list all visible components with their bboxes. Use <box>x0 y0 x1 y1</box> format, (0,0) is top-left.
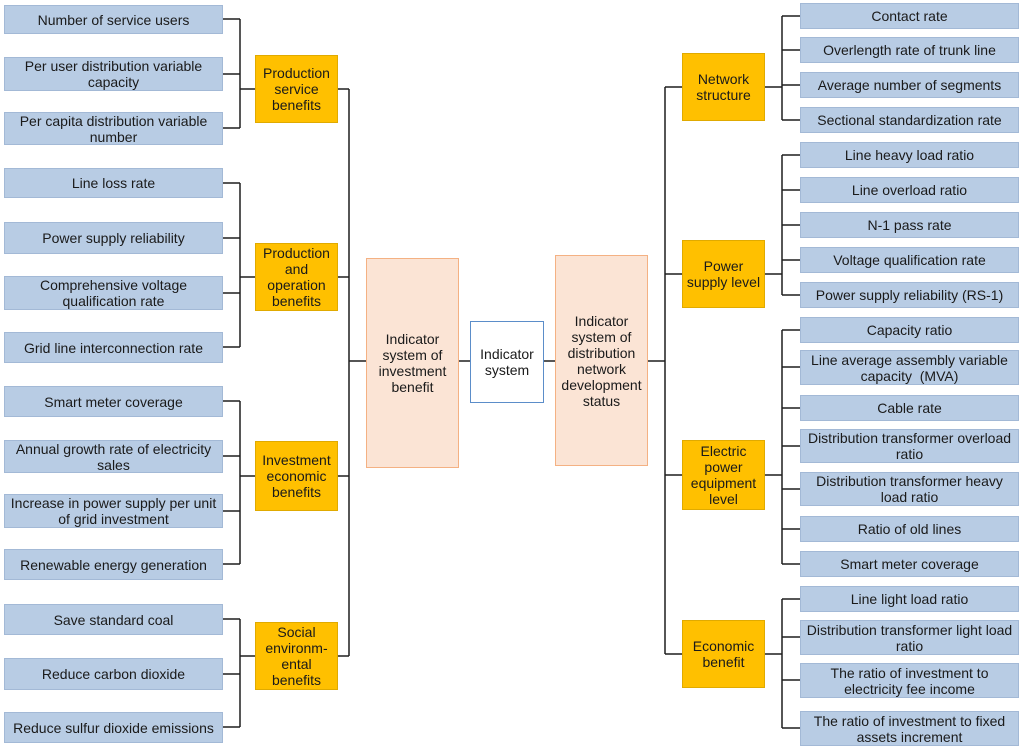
left-leaf: Reduce carbon dioxide <box>4 658 223 690</box>
right-leaf: Line light load ratio <box>800 586 1019 612</box>
leaf-label: Line average assembly variable capacity … <box>811 351 1008 384</box>
left-leaf: Renewable energy generation <box>4 549 223 580</box>
right-leaf: Line overload ratio <box>800 177 1019 203</box>
left-leaf: Save standard coal <box>4 604 223 635</box>
leaf-label: Contact rate <box>871 8 948 24</box>
leaf-label: Cable rate <box>877 400 942 416</box>
right-leaf: Cable rate <box>800 395 1019 421</box>
left-leaf: Grid line interconnection rate <box>4 332 223 363</box>
development-status-label: Indicator system of distribution network… <box>561 312 642 409</box>
right-leaf: Overlength rate of trunk line <box>800 37 1019 63</box>
category-label: Investment economic benefits <box>262 452 331 500</box>
investment-benefit-label: Indicator system of investment benefit <box>378 331 447 395</box>
leaf-label: Overlength rate of trunk line <box>823 42 996 58</box>
left-leaf: Number of service users <box>4 5 223 34</box>
leaf-label: Number of service users <box>37 11 190 28</box>
leaf-label: Power supply reliability <box>42 230 185 246</box>
right-leaf: Ratio of old lines <box>800 516 1019 542</box>
leaf-label: Distribution transformer heavy load rati… <box>816 473 1003 505</box>
left-leaf: Smart meter coverage <box>4 386 223 417</box>
leaf-label: Comprehensive voltage qualification rate <box>39 277 188 309</box>
left-leaf: Comprehensive voltage qualification rate <box>4 276 223 310</box>
leaf-label: Distribution transformer overload ratio <box>807 430 1012 462</box>
leaf-label: Reduce sulfur dioxide emissions <box>13 719 214 736</box>
right-leaf: Average number of segments <box>800 72 1019 98</box>
category-label: Economic benefit <box>692 638 755 670</box>
leaf-label: Line heavy load ratio <box>844 147 975 163</box>
leaf-label: Smart meter coverage <box>44 393 183 410</box>
leaf-label: Distribution transformer light load rati… <box>806 621 1013 654</box>
category-production-service: Production service benefits <box>255 55 338 123</box>
leaf-label: Ratio of old lines <box>857 521 962 537</box>
category-investment-economic: Investment economic benefits <box>255 441 338 511</box>
leaf-label: Smart meter coverage <box>840 556 979 572</box>
category-label: Production and operation benefits <box>263 245 330 309</box>
category-label: Production service benefits <box>263 65 330 113</box>
leaf-label: Capacity ratio <box>866 322 953 338</box>
leaf-label: Save standard coal <box>53 611 174 628</box>
right-leaf: Line heavy load ratio <box>800 142 1019 168</box>
right-leaf: Sectional standardization rate <box>800 107 1019 133</box>
leaf-label: Reduce carbon dioxide <box>41 666 186 682</box>
leaf-label: Sectional standardization rate <box>817 112 1002 128</box>
category-economic-benefit: Economic benefit <box>682 620 765 688</box>
leaf-label: The ratio of investment to electricity f… <box>830 664 989 697</box>
right-leaf: Voltage qualification rate <box>800 247 1019 273</box>
left-leaf: Line loss rate <box>4 168 223 198</box>
indicator-system-root: Indicator system <box>470 321 544 403</box>
category-label: Social environm-ental benefits <box>265 624 328 688</box>
right-leaf: N-1 pass rate <box>800 212 1019 238</box>
leaf-label: Annual growth rate of electricity sales <box>15 440 212 473</box>
leaf-label: The ratio of investment to fixed assets … <box>813 712 1006 745</box>
right-leaf: Distribution transformer light load rati… <box>800 620 1019 655</box>
right-leaf: Capacity ratio <box>800 317 1019 343</box>
leaf-label: Voltage qualification rate <box>833 252 986 268</box>
right-leaf: The ratio of investment to fixed assets … <box>800 711 1019 746</box>
category-equipment-level: Electric power equipment level <box>682 440 765 510</box>
category-network-structure: Network structure <box>682 53 765 121</box>
leaf-label: Power supply reliability (RS-1) <box>815 287 1004 303</box>
left-leaf: Reduce sulfur dioxide emissions <box>4 712 223 743</box>
left-leaf: Increase in power supply per unit of gri… <box>4 494 223 528</box>
category-label: Electric power equipment level <box>690 443 757 507</box>
right-leaf: The ratio of investment to electricity f… <box>800 663 1019 698</box>
category-label: Power supply level <box>686 258 761 290</box>
leaf-label: Per capita distribution variable number <box>19 112 208 145</box>
category-production-operation: Production and operation benefits <box>255 243 338 311</box>
leaf-label: N-1 pass rate <box>867 217 952 233</box>
left-leaf: Annual growth rate of electricity sales <box>4 440 223 473</box>
category-power-supply-level: Power supply level <box>682 240 765 308</box>
leaf-label: Line overload ratio <box>851 182 968 198</box>
right-leaf: Line average assembly variable capacity … <box>800 350 1019 385</box>
leaf-label: Grid line interconnection rate <box>24 339 203 356</box>
development-status-system: Indicator system of distribution network… <box>555 255 648 466</box>
leaf-label: Renewable energy generation <box>20 556 207 573</box>
category-social-environmental: Social environm-ental benefits <box>255 622 338 690</box>
left-leaf: Per user distribution variable capacity <box>4 57 223 91</box>
category-label: Network structure <box>696 71 751 103</box>
indicator-system-label: Indicator system <box>480 346 534 378</box>
leaf-label: Average number of segments <box>817 77 1002 93</box>
leaf-label: Line light load ratio <box>850 591 969 607</box>
left-leaf: Per capita distribution variable number <box>4 112 223 145</box>
investment-benefit-system: Indicator system of investment benefit <box>366 258 459 468</box>
right-leaf: Power supply reliability (RS-1) <box>800 282 1019 308</box>
right-leaf: Distribution transformer heavy load rati… <box>800 472 1019 506</box>
leaf-label: Increase in power supply per unit of gri… <box>10 495 217 527</box>
right-leaf: Contact rate <box>800 3 1019 29</box>
leaf-label: Line loss rate <box>71 175 156 191</box>
right-leaf: Distribution transformer overload ratio <box>800 429 1019 463</box>
leaf-label: Per user distribution variable capacity <box>24 58 203 90</box>
left-leaf: Power supply reliability <box>4 222 223 254</box>
right-leaf: Smart meter coverage <box>800 551 1019 577</box>
